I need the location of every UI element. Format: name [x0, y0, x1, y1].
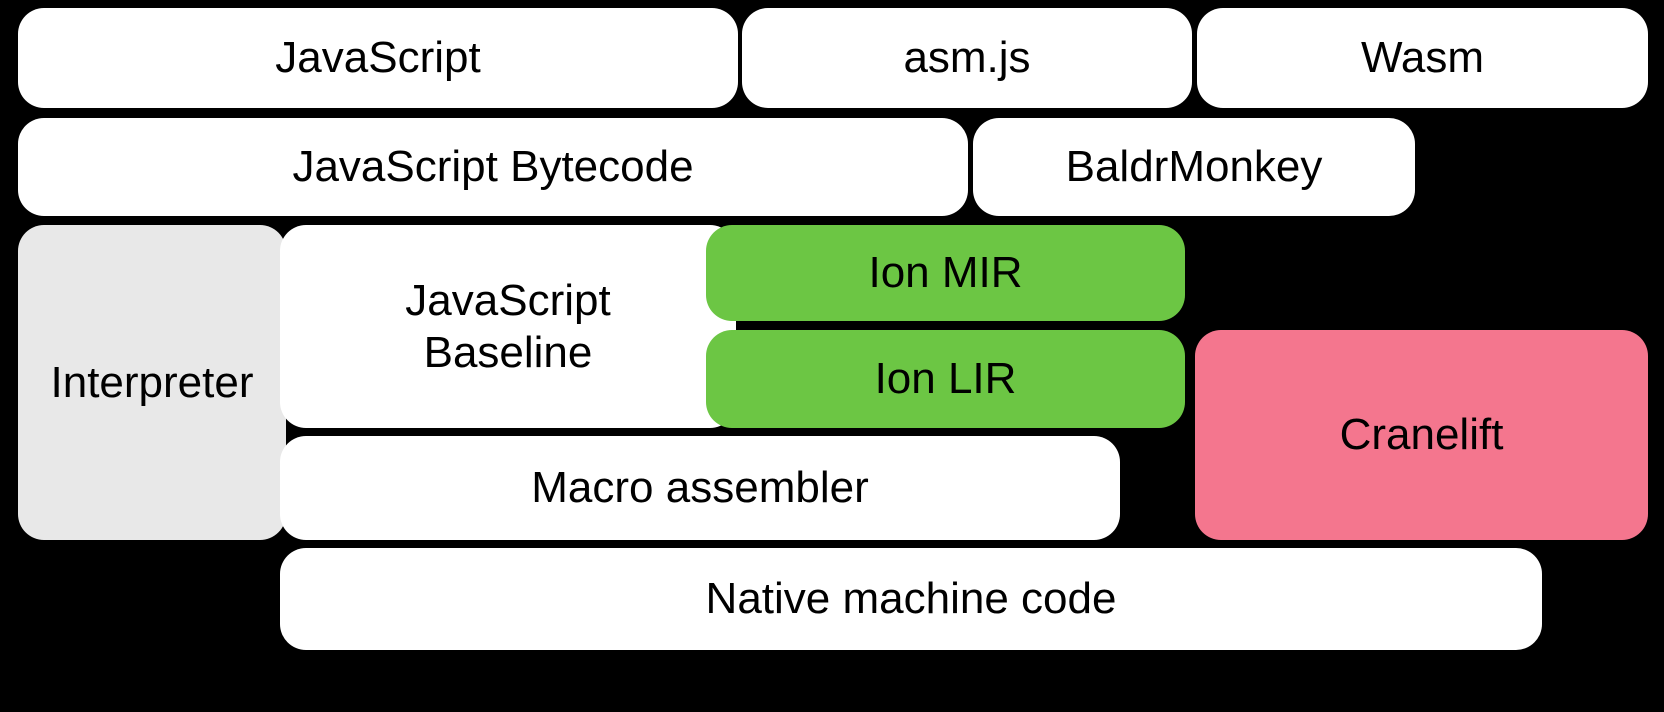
- node-label-interpreter: Interpreter: [50, 357, 254, 407]
- node-label-javascript: JavaScript: [275, 33, 481, 83]
- node-javascript: JavaScript: [18, 8, 738, 108]
- node-baldrmonkey: BaldrMonkey: [973, 118, 1415, 216]
- node-ion-lir: Ion LIR: [706, 330, 1185, 428]
- node-javascript-baseline: JavaScript Baseline: [280, 225, 736, 428]
- node-cranelift: Cranelift: [1195, 330, 1648, 540]
- node-wasm: Wasm: [1197, 8, 1648, 108]
- node-macro-assembler: Macro assembler: [280, 436, 1120, 540]
- node-javascript-bytecode: JavaScript Bytecode: [18, 118, 968, 216]
- node-label-macro-assembler: Macro assembler: [531, 463, 869, 513]
- node-label-cranelift: Cranelift: [1339, 410, 1504, 460]
- node-native-machine-code: Native machine code: [280, 548, 1542, 650]
- node-label-ion-lir: Ion LIR: [874, 354, 1017, 404]
- node-interpreter: Interpreter: [18, 225, 286, 540]
- node-label-ion-mir: Ion MIR: [868, 248, 1023, 298]
- node-ion-mir: Ion MIR: [706, 225, 1185, 321]
- node-label-javascript-baseline: JavaScript Baseline: [405, 275, 611, 377]
- node-label-native-machine-code: Native machine code: [705, 574, 1117, 624]
- node-asmjs: asm.js: [742, 8, 1192, 108]
- node-label-asmjs: asm.js: [903, 33, 1031, 83]
- node-label-javascript-bytecode: JavaScript Bytecode: [292, 142, 694, 192]
- node-label-wasm: Wasm: [1360, 33, 1485, 83]
- node-label-baldrmonkey: BaldrMonkey: [1065, 142, 1323, 192]
